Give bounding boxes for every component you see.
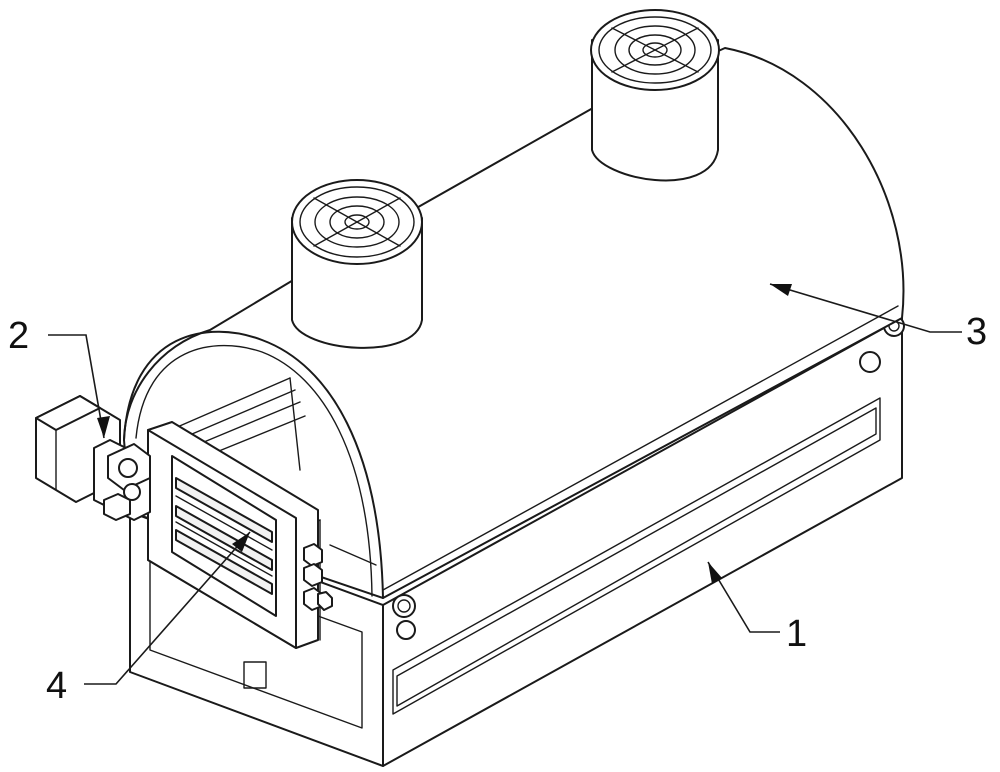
side-slot — [392, 397, 881, 715]
cover-body — [123, 47, 905, 599]
callout-2: 2 — [8, 315, 110, 439]
bolt — [859, 351, 881, 373]
callout-1: 1 — [707, 561, 807, 655]
cover-shell — [123, 47, 905, 641]
front-tab — [243, 661, 267, 689]
label-1: 1 — [786, 613, 807, 655]
vent-rear — [590, 9, 720, 182]
bolt — [396, 620, 416, 640]
bolt — [392, 594, 416, 618]
label-3: 3 — [966, 311, 987, 353]
front-arch — [123, 330, 384, 599]
roller-frame — [147, 421, 333, 649]
callout-3: 3 — [769, 283, 987, 353]
vent-front — [291, 179, 423, 349]
label-4: 4 — [46, 665, 67, 707]
label-2: 2 — [8, 315, 29, 357]
callout-4: 4 — [46, 531, 251, 707]
